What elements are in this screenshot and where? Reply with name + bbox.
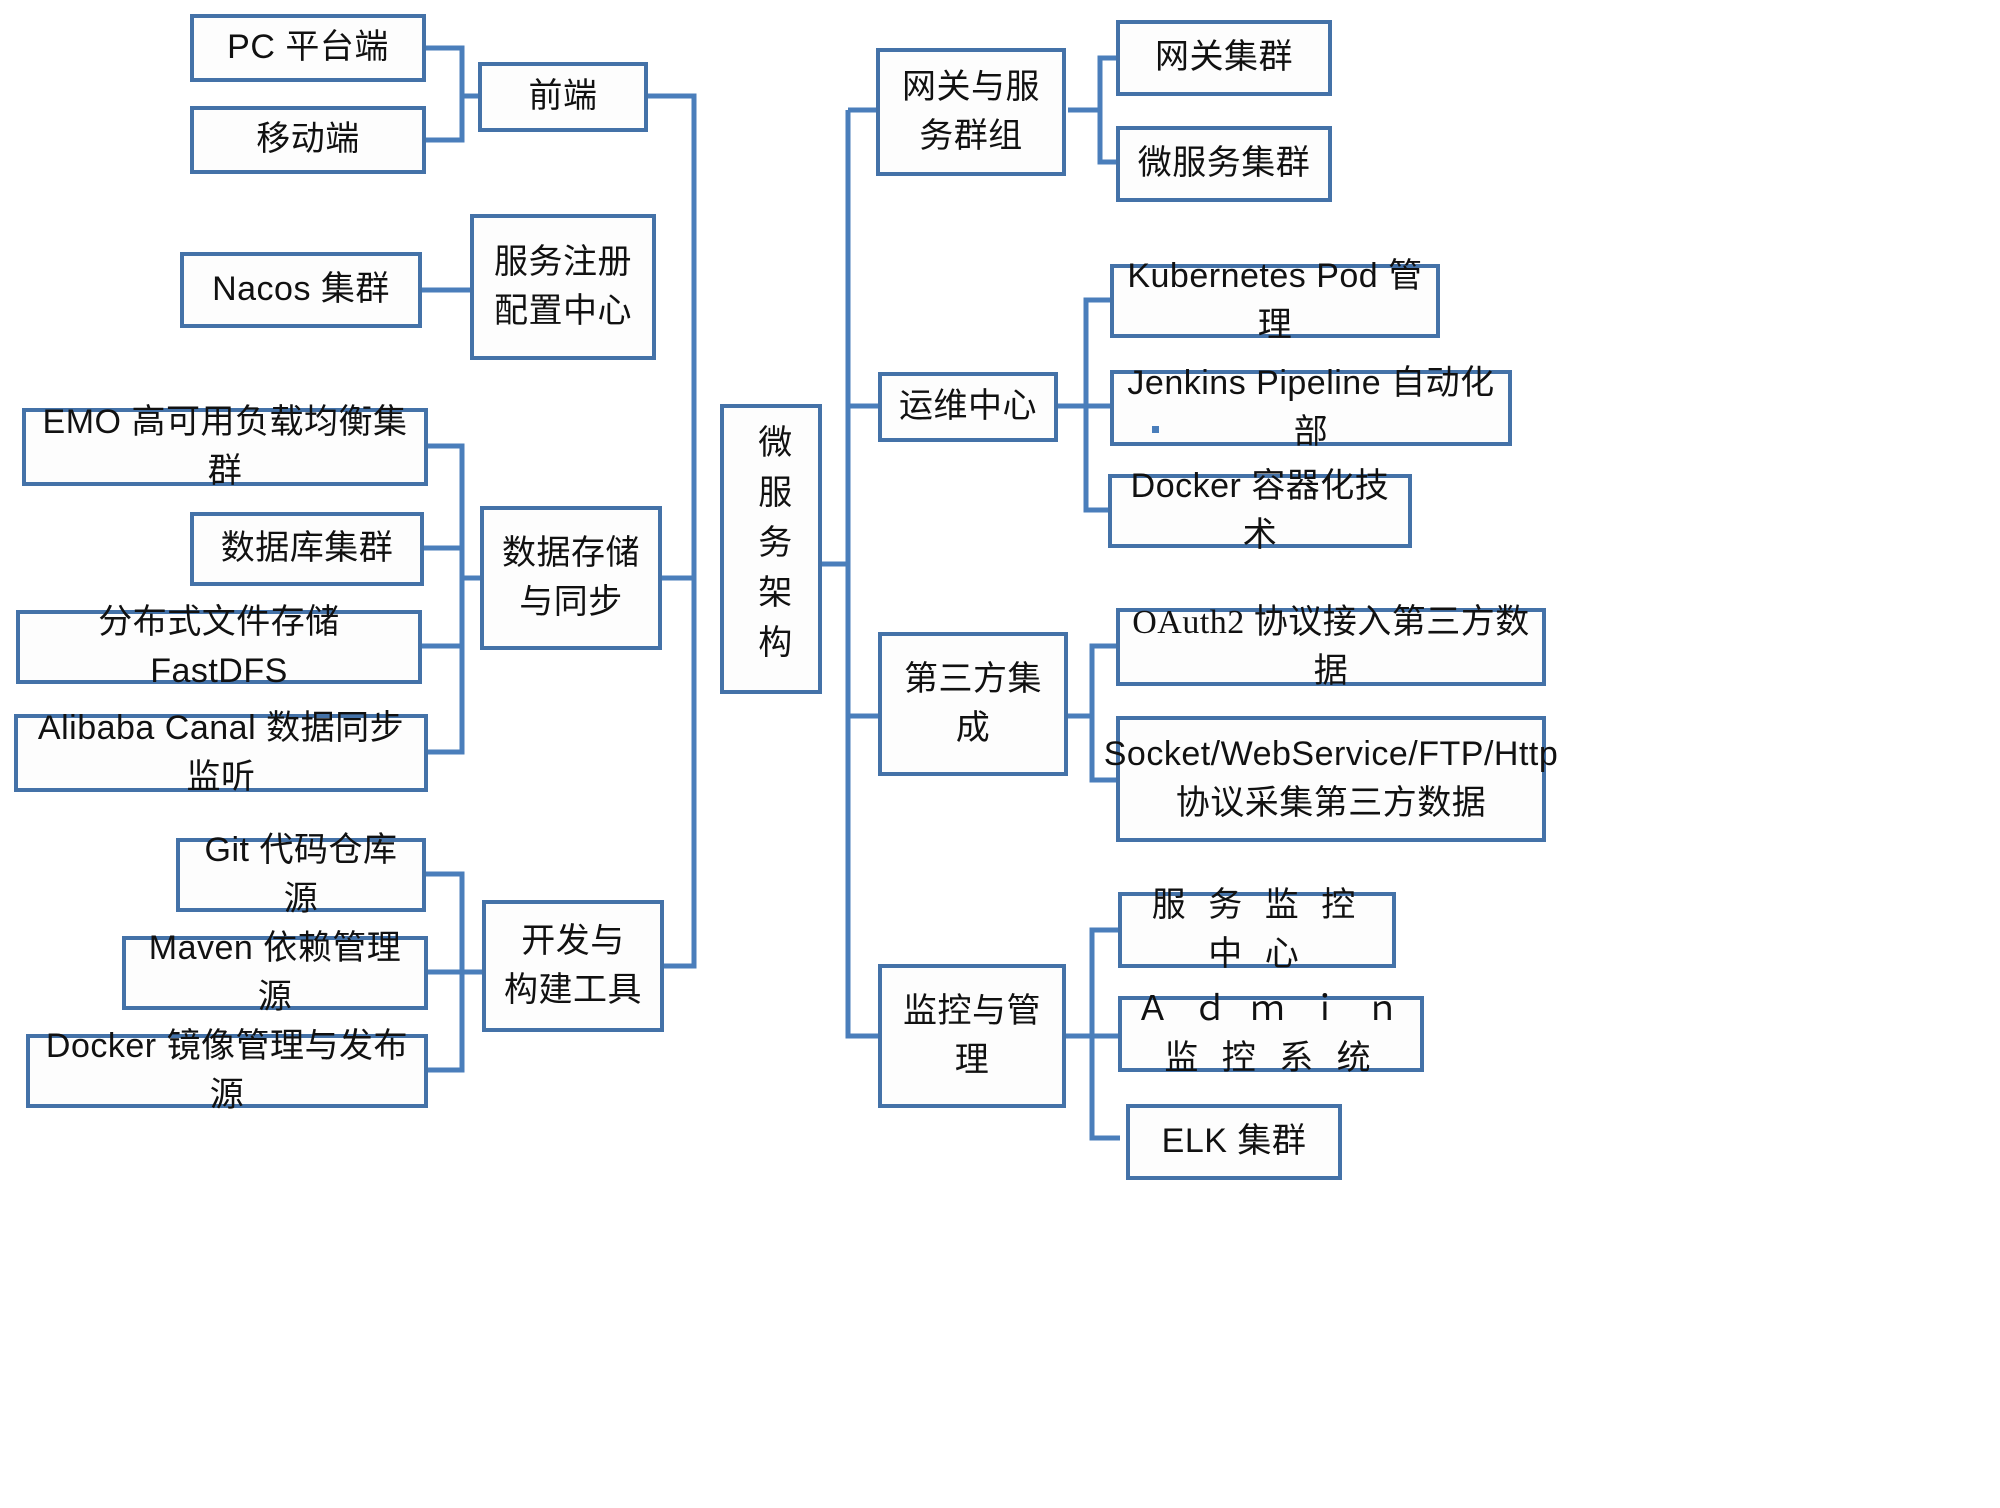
node-label: EMO 高可用负载均衡集群 xyxy=(42,402,408,490)
node-emo-lb-cluster[interactable]: EMO 高可用负载均衡集群 xyxy=(22,403,428,490)
node-label: OAuth2 协议接入第三方数据 xyxy=(1132,603,1530,690)
node-kubernetes-pod[interactable]: Kubernetes Pod 管理 xyxy=(1110,257,1440,344)
node-label: ELK 集群 xyxy=(1161,1122,1307,1161)
node-label: Maven 依赖管理源 xyxy=(148,928,402,1016)
node-label: 运维中心 xyxy=(899,388,1037,426)
node-maven-repo[interactable]: Maven 依赖管理源 xyxy=(122,929,428,1016)
node-label: PC 平台端 xyxy=(227,28,389,67)
node-oauth2-third-party[interactable]: OAuth2 协议接入第三方数据 xyxy=(1116,604,1546,690)
node-git-repo[interactable]: Git 代码仓库源 xyxy=(176,831,426,918)
node-label: 服 务 监 控 中 心 xyxy=(1151,886,1363,973)
node-nacos-cluster[interactable]: Nacos 集群 xyxy=(180,252,422,328)
node-mobile[interactable]: 移动端 xyxy=(190,106,426,174)
node-label: 第三方集 成 xyxy=(904,660,1042,747)
node-label: Nacos 集群 xyxy=(212,270,390,309)
node-gateway-cluster[interactable]: 网关集群 xyxy=(1116,20,1332,96)
node-elk-cluster[interactable]: ELK 集群 xyxy=(1126,1104,1342,1180)
node-label: 微服务集群 xyxy=(1137,145,1311,183)
node-database-cluster[interactable]: 数据库集群 xyxy=(190,512,424,586)
node-label: 网关集群 xyxy=(1155,39,1293,77)
node-label: 前端 xyxy=(528,77,598,116)
node-label: Ａ ｄ ｍ ｉ ｎ 监 控 系 统 xyxy=(1135,989,1407,1077)
node-microservice-architecture[interactable]: 微服务架构 xyxy=(720,404,822,694)
node-label: 网关与服 务群组 xyxy=(902,68,1040,155)
node-microservice-cluster[interactable]: 微服务集群 xyxy=(1116,126,1332,202)
node-docker-image-repo[interactable]: Docker 镜像管理与发布源 xyxy=(26,1027,428,1114)
node-frontend[interactable]: 前端 xyxy=(478,62,648,132)
node-service-monitor-center[interactable]: 服 务 监 控 中 心 xyxy=(1118,887,1396,973)
node-pc-platform[interactable]: PC 平台端 xyxy=(190,14,426,82)
node-third-party-integration[interactable]: 第三方集 成 xyxy=(878,632,1068,776)
node-service-registry-config-center[interactable]: 服务注册 配置中心 xyxy=(470,214,656,360)
node-label: Docker 镜像管理与发布源 xyxy=(45,1026,409,1114)
node-dev-build-tools[interactable]: 开发与 构建工具 xyxy=(482,900,664,1032)
node-label: Jenkins Pipeline 自动化部 xyxy=(1127,363,1495,451)
node-label: Socket/WebService/FTP/Http 协议采集第三方数据 xyxy=(1103,734,1559,822)
node-data-storage-sync[interactable]: 数据存储 与同步 xyxy=(480,506,662,650)
node-jenkins-pipeline[interactable]: Jenkins Pipeline 自动化部 xyxy=(1110,364,1512,451)
node-label: 服务注册 配置中心 xyxy=(494,243,632,330)
node-docker-container-tech[interactable]: Docker 容器化技术 xyxy=(1108,467,1412,554)
node-fastdfs[interactable]: 分布式文件存储 FastDFS xyxy=(16,603,422,690)
node-label: Git 代码仓库源 xyxy=(204,830,398,918)
stray-mark xyxy=(1152,426,1159,433)
node-label: 数据存储 与同步 xyxy=(502,534,640,621)
node-protocol-collect-third-party[interactable]: Socket/WebService/FTP/Http 协议采集第三方数据 xyxy=(1104,716,1558,842)
node-label: 数据库集群 xyxy=(220,530,394,568)
node-label: 微服务架构 xyxy=(752,424,790,674)
node-monitor-management[interactable]: 监控与管 理 xyxy=(878,964,1066,1108)
node-label: 移动端 xyxy=(256,120,360,159)
node-gateway-service-group[interactable]: 网关与服 务群组 xyxy=(876,48,1066,176)
node-label: Alibaba Canal 数据同步监听 xyxy=(37,708,405,796)
node-label: 开发与 构建工具 xyxy=(504,922,642,1009)
node-label: 分布式文件存储 FastDFS xyxy=(98,602,340,690)
node-label: 监控与管 理 xyxy=(903,992,1041,1079)
node-label: Docker 容器化技术 xyxy=(1130,466,1390,554)
node-admin-monitor-system[interactable]: Ａ ｄ ｍ ｉ ｎ 监 控 系 统 xyxy=(1118,990,1424,1077)
node-label: Kubernetes Pod 管理 xyxy=(1127,256,1423,344)
node-alibaba-canal[interactable]: Alibaba Canal 数据同步监听 xyxy=(14,709,428,796)
node-ops-center[interactable]: 运维中心 xyxy=(878,372,1058,442)
